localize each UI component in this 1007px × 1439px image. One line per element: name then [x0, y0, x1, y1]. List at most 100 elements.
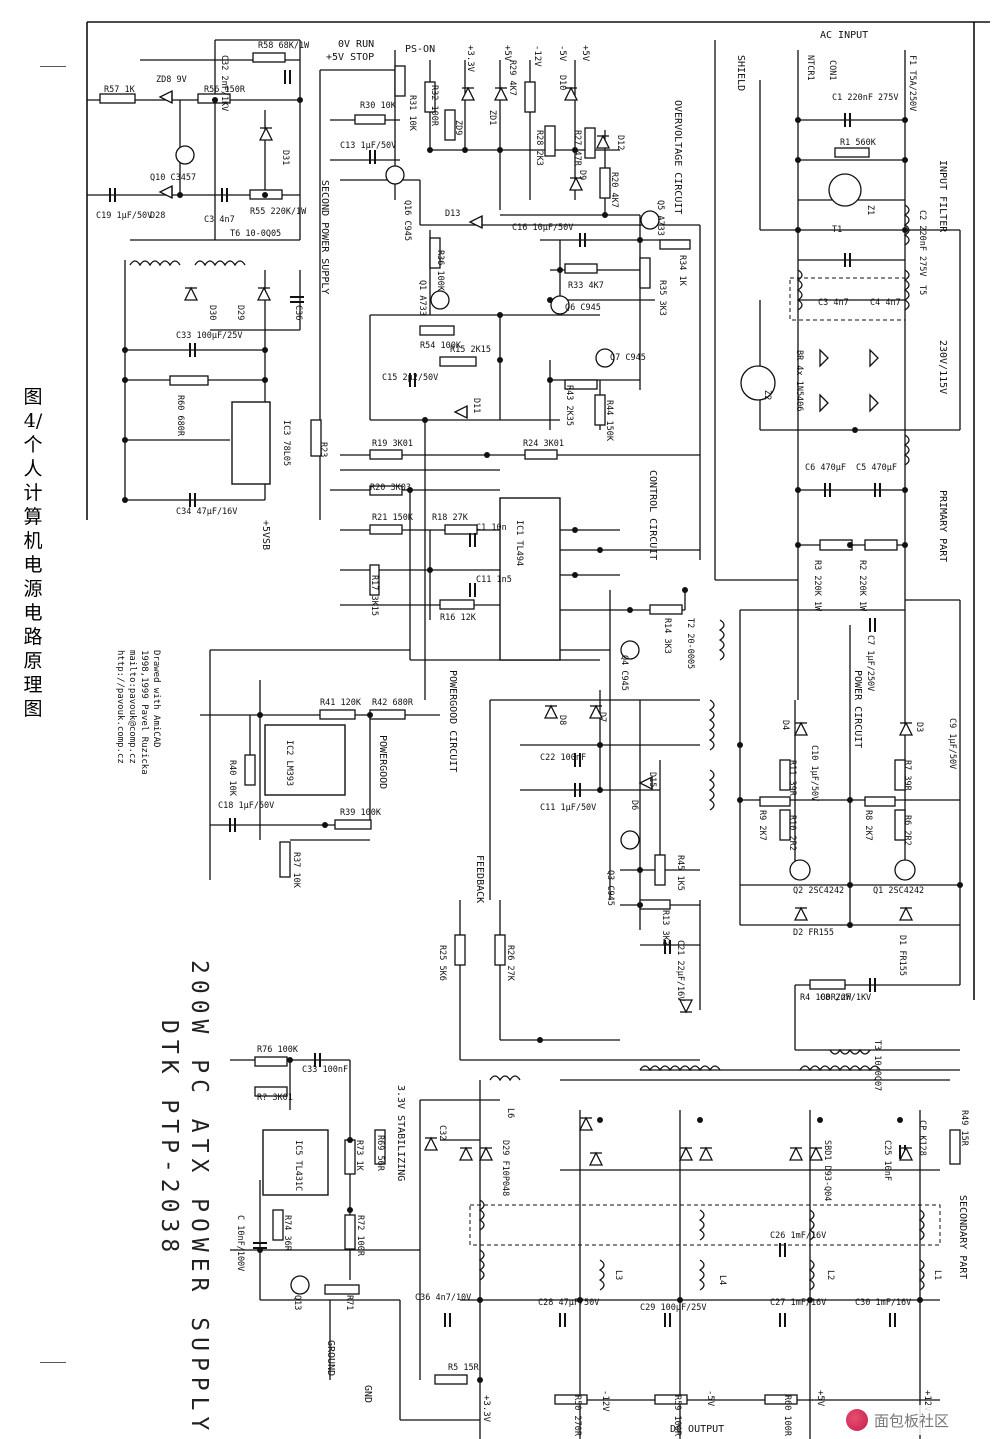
component-label-d9: D9: [577, 170, 587, 180]
component-label-c5: C5 470µF: [856, 463, 897, 473]
component-label-c15: C15 2µ2/50V: [382, 373, 438, 383]
component-label-c32: C32 2nF/1KV: [219, 55, 229, 111]
output-plus12v: +12V: [922, 1390, 932, 1412]
label-5vsb: +5VSB: [260, 520, 271, 550]
title-block: 200W PC ATX POWER SUPPLY DTK PTP-2038: [142, 960, 222, 1436]
component-label-c3: C3 4n7: [818, 298, 849, 308]
component-label-c7: C7 1µF/250V: [865, 635, 875, 691]
component-label-r33: R33 4K7: [568, 281, 604, 291]
credit-block: Drawed with AmiCAD 1998,1999 Pavel Ruzic…: [103, 650, 163, 850]
component-label-r50: R50 270R: [572, 1395, 582, 1437]
component-label-c25: C25 10nF: [882, 1140, 892, 1181]
component-label-q6: Q6 C945: [565, 303, 601, 313]
component-label-q13: Q13: [292, 1295, 302, 1310]
component-label-r15: R15 2K15: [450, 345, 491, 355]
component-label-q16: Q16 C945: [402, 200, 412, 241]
component-label-r21: R21 150K: [372, 513, 414, 523]
diode-symbols: [158, 86, 914, 1166]
caption-glyph: 图: [23, 386, 43, 408]
credit-line: Drawed with AmiCAD: [151, 650, 161, 748]
component-label-c28: C28 47µF/50V: [538, 1298, 599, 1308]
component-label-d30: D30: [207, 305, 217, 320]
watermark: 面包板社区: [840, 1405, 956, 1435]
label-secondary-part: SECONDARY PART: [957, 1195, 968, 1279]
rail-label: -12V: [532, 45, 542, 67]
component-label-d8: D8: [557, 715, 567, 725]
output-minus5v: -5V: [705, 1390, 715, 1407]
component-label-zd8: ZD8 9V: [156, 75, 187, 85]
component-label-ntcr1: NTCR1: [805, 55, 815, 81]
caption-glyph: 机: [23, 530, 43, 552]
component-label-r17: R17 3K15: [369, 575, 379, 616]
label-v-select: 230V/115V: [937, 340, 948, 394]
component-label-c1: C1 220nF 275V: [832, 93, 899, 103]
component-label-d29: D29: [235, 305, 245, 320]
margin-mark-top: [40, 66, 66, 67]
component-label-r20: R20 3K03: [370, 483, 411, 493]
title-line-1: 200W PC ATX POWER SUPPLY: [186, 960, 212, 1437]
component-label-ic3: IC3 78L05: [281, 420, 291, 466]
component-label-d15: D15: [647, 772, 657, 787]
component-label-r69: R69 56R: [375, 1135, 385, 1172]
component-label-l6: L6: [505, 1108, 515, 1118]
component-label-c9: C9 1µF/50V: [947, 718, 957, 769]
label-shield: SHIELD: [735, 55, 746, 91]
schematic-frame: [86, 21, 990, 1000]
label-control-circuit: CONTROL CIRCUIT: [647, 470, 658, 560]
component-label-r41: R41 120K: [320, 698, 362, 708]
component-label-c22: C22 100nF: [540, 753, 586, 763]
component-label-q5: Q5 A733: [655, 200, 665, 236]
component-label-r55: R55 220K/1W: [250, 207, 307, 217]
component-label-z1: Z1: [865, 205, 875, 215]
component-label-z2: Z2: [762, 390, 772, 400]
caption-glyph: 源: [23, 578, 43, 600]
component-label-d31: D31: [280, 150, 290, 165]
component-label-ic2: IC2 LM393: [284, 740, 294, 786]
component-label-c16: C16 10µF/50V: [512, 223, 573, 233]
output-plus5v: +5V: [815, 1390, 825, 1407]
component-label-c2: C2 220nF 275V: [917, 210, 927, 277]
transistor-symbols: [175, 145, 916, 1295]
component-label-r27: R27 47R: [572, 130, 582, 167]
rail-label: +5V: [580, 45, 590, 62]
caption-glyph: 路: [23, 626, 43, 648]
caption-glyph: 4/: [23, 410, 43, 432]
component-label-r20: R20 4K7: [609, 172, 619, 208]
component-label-l4: L4: [717, 1275, 727, 1285]
rail-label: +5V: [502, 45, 512, 62]
component-label-r19: R19 3K01: [372, 439, 413, 449]
label-run: 0V RUN: [338, 39, 374, 50]
component-label-d2: D2 FR155: [793, 928, 834, 938]
label-dc-output: DC OUTPUT: [670, 1424, 724, 1435]
output-labels: +3.3V -12V -5V +5V +12V: [481, 1390, 932, 1423]
component-label-c11: C11 1µF/50V: [540, 803, 596, 813]
component-label-q7: Q7 C945: [610, 353, 646, 363]
component-label-c36: C36 4n7/10V: [415, 1293, 471, 1303]
component-label-d6: D6: [629, 800, 639, 810]
component-label-r30: R30 10K: [360, 101, 397, 111]
component-label-r25: R25 5K6: [437, 945, 447, 981]
component-label-c: C 10nF/100V: [235, 1215, 245, 1271]
component-label-c34: C34 47µF/16V: [176, 507, 237, 517]
component-label-r26: R26 27K: [505, 945, 515, 982]
caption-glyph: 电: [23, 602, 43, 624]
component-label-q2: Q2 2SC4242: [793, 886, 844, 896]
watermark-text: 面包板社区: [874, 1411, 950, 1430]
component-label-sbd1: SBD1 D93-Q04: [822, 1140, 832, 1201]
component-label-l3: L3: [613, 1270, 623, 1280]
caption-glyph: 理: [23, 674, 43, 696]
component-label-r45: R45 1K5: [675, 855, 685, 891]
component-label-c13: C13 1µF/50V: [340, 141, 396, 151]
component-label-r37: R37 10K: [291, 852, 301, 889]
component-label-r6: R6 2R2: [902, 815, 912, 846]
component-label-r10: R10 2R2: [787, 815, 797, 851]
component-label-q1: Q1 2SC4242: [873, 886, 924, 896]
component-label-l2: L2: [825, 1270, 835, 1280]
component-label-r57: R57 1K: [104, 85, 136, 95]
component-label-d1: D1 FR155: [897, 935, 907, 976]
component-label-q3: Q3 C945: [605, 870, 615, 906]
component-label-d28: D28: [150, 211, 165, 221]
label-ac-input: AC INPUT: [820, 30, 868, 41]
component-label-r40: R40 10K: [227, 760, 237, 797]
